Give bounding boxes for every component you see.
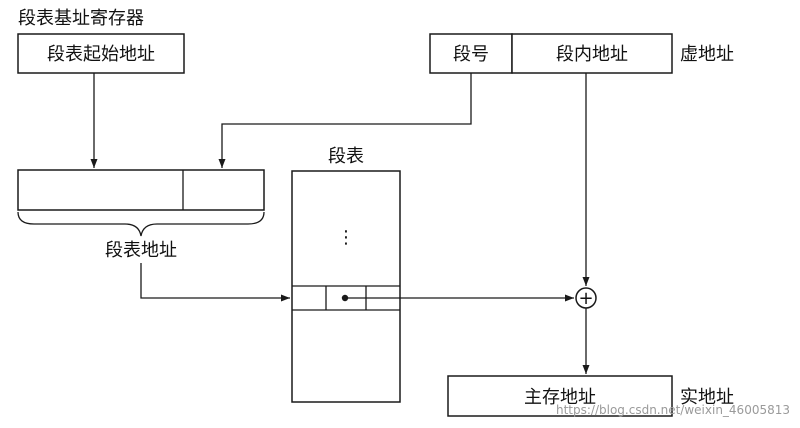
main-memory-address-label: 主存地址 <box>524 387 596 408</box>
base-register-caption: 段表基址寄存器 <box>18 8 144 29</box>
base-register-box <box>17 33 185 74</box>
segment-table-address-brace <box>17 211 265 237</box>
watermark-text: https://blog.csdn.net/weixin_46005813 <box>556 403 790 417</box>
segment-table-caption: 段表 <box>328 146 364 167</box>
virtual-address-caption: 虚地址 <box>680 44 734 65</box>
main-memory-address-box <box>447 375 673 417</box>
offset-field <box>511 33 673 74</box>
real-address-caption: 实地址 <box>680 387 734 408</box>
segment-table-ellipsis: ⋮ <box>337 227 355 248</box>
arrow-address-to-segment-entry <box>140 263 290 302</box>
segment-number-field <box>429 33 513 74</box>
segment-number-label: 段号 <box>453 44 489 65</box>
base-register-content: 段表起始地址 <box>47 44 155 65</box>
segment-table-address-register <box>17 169 265 211</box>
adder-symbol: + <box>578 288 593 309</box>
arrow-segment-number-to-register <box>218 73 472 168</box>
offset-label: 段内地址 <box>556 44 628 65</box>
segment-table-address-caption: 段表地址 <box>105 240 177 261</box>
